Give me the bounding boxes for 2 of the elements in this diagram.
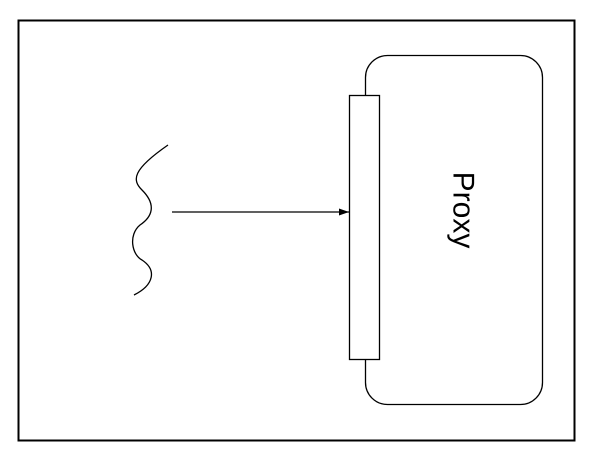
node-label: Proxy bbox=[444, 172, 479, 248]
arrow bbox=[172, 208, 349, 216]
